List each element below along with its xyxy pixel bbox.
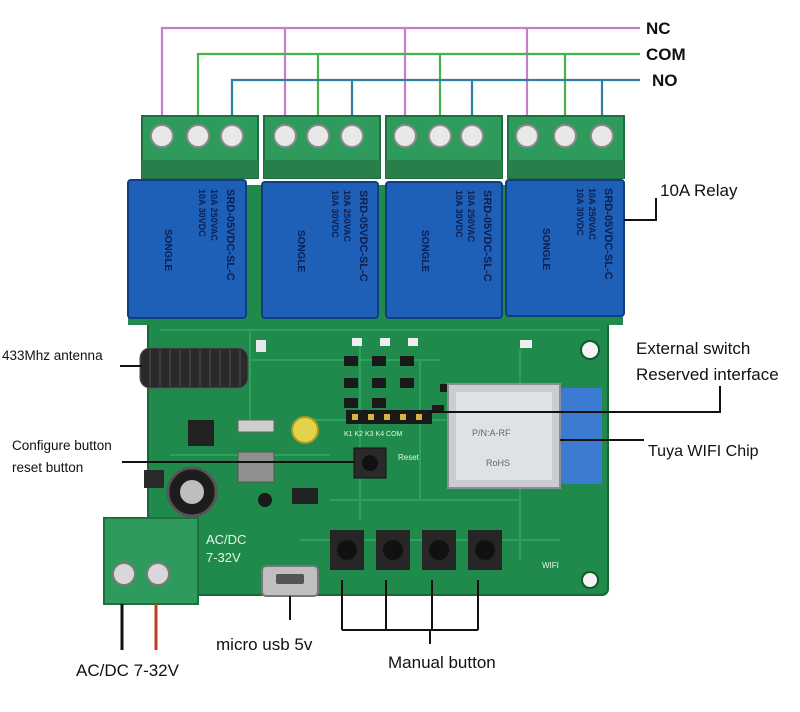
screw-com-3[interactable] (428, 124, 452, 148)
relay-rating: 10A 30VDC (197, 189, 207, 237)
smd-part (380, 338, 390, 346)
wifi-chip-callout: Tuya WIFI Chip (648, 443, 759, 460)
mount-hole (258, 493, 272, 507)
no-wire (230, 78, 640, 118)
relay-3: SRD-05VDC-SL-C 10A 250VAC 10A 30VDC SONG… (385, 181, 503, 319)
usb-callout: micro usb 5v (216, 635, 313, 654)
screw-no-3[interactable] (460, 124, 484, 148)
relay-brand: SONGLE (162, 229, 173, 272)
screw-no-2[interactable] (340, 124, 364, 148)
external-switch-callout: Reserved interface (636, 365, 779, 384)
com-label: COM (646, 45, 686, 64)
relay-rating: 10A 250VAC (466, 190, 476, 243)
terminal-block-1 (141, 115, 259, 179)
power-terminal (103, 517, 199, 605)
relay-rating: 10A 250VAC (342, 190, 352, 243)
screw-power-2[interactable] (146, 562, 170, 586)
screw-no-4[interactable] (590, 124, 614, 148)
pcb-components: K1 K2 K3 K4 COM Reset AC/DC 7-32V (103, 338, 602, 605)
relay-rating: 10A 30VDC (330, 190, 340, 238)
relay-model: SRD-05VDC-SL-C (602, 188, 614, 280)
mount-hole (580, 340, 600, 360)
relay-rating: 10A 30VDC (575, 188, 585, 236)
terminal-block-2 (263, 115, 381, 179)
module-label: P/N:A-RF (472, 428, 511, 438)
manual-button-callout: Manual button (388, 653, 496, 672)
relays: SRD-05VDC-SL-C 10A 250VAC 10A 30VDC SONG… (127, 179, 625, 319)
external-switch-callout: External switch (636, 339, 750, 358)
manual-button-bracket (341, 580, 479, 644)
smd-part (408, 338, 418, 346)
relay-2: SRD-05VDC-SL-C 10A 250VAC 10A 30VDC SONG… (261, 181, 379, 319)
antenna-callout: 433Mhz antenna (2, 348, 103, 363)
reset-silk: Reset (398, 453, 420, 462)
reset-callout: reset button (12, 460, 83, 475)
screw-no-1[interactable] (220, 124, 244, 148)
relay-rating: 10A 250VAC (209, 189, 219, 242)
relay-output-wires (160, 26, 640, 118)
configure-callout: Configure button (12, 438, 112, 453)
relay-rating: 10A 250VAC (587, 188, 597, 241)
smd-part (352, 338, 362, 346)
relay-rating: 10A 30VDC (454, 190, 464, 238)
relay-model: SRD-05VDC-SL-C (481, 190, 493, 282)
screw-nc-2[interactable] (273, 124, 297, 148)
voltage-silk: 7-32V (206, 550, 241, 565)
ic-chip (188, 420, 214, 446)
terminal-block-3 (385, 115, 503, 179)
external-switch-callout-line (430, 386, 721, 413)
smd-part (237, 419, 275, 433)
terminal-block-4 (507, 115, 625, 179)
screw-nc-4[interactable] (515, 124, 539, 148)
screw-com-1[interactable] (186, 124, 210, 148)
smd-part (520, 340, 532, 348)
relay-model: SRD-05VDC-SL-C (357, 190, 369, 282)
relay-callout: 10A Relay (660, 181, 738, 200)
relay-4: SRD-05VDC-SL-C 10A 250VAC 10A 30VDC SONG… (505, 179, 625, 317)
screw-nc-3[interactable] (393, 124, 417, 148)
relay-brand: SONGLE (419, 230, 430, 273)
pcb-trace (249, 330, 521, 560)
mount-hole (581, 571, 599, 589)
nc-label: NC (646, 19, 671, 38)
ic-chip (292, 488, 318, 504)
relay-callout-line (624, 198, 657, 221)
screw-nc-1[interactable] (150, 124, 174, 148)
screw-com-2[interactable] (306, 124, 330, 148)
antenna-coil (139, 347, 249, 389)
nc-wire (160, 26, 640, 118)
wifi-silk: WIFI (542, 561, 559, 570)
com-wire (196, 52, 640, 118)
inductor (237, 451, 275, 483)
manual-buttons (330, 530, 502, 570)
screw-power-1[interactable] (112, 562, 136, 586)
power-input-callout: AC/DC 7-32V (76, 661, 180, 680)
relay-brand: SONGLE (540, 228, 551, 271)
capacitor-yellow (291, 416, 319, 444)
relay-1: SRD-05VDC-SL-C 10A 250VAC 10A 30VDC SONG… (127, 179, 247, 319)
header-silk: K1 K2 K3 K4 COM (344, 431, 403, 438)
no-label: NO (652, 71, 678, 90)
smd-part (256, 340, 266, 352)
relay-brand: SONGLE (295, 230, 306, 273)
voltage-silk: AC/DC (206, 532, 246, 547)
module-label: RoHS (486, 458, 510, 468)
output-terminals (141, 115, 625, 179)
relay-model: SRD-05VDC-SL-C (224, 189, 236, 281)
screw-com-4[interactable] (553, 124, 577, 148)
